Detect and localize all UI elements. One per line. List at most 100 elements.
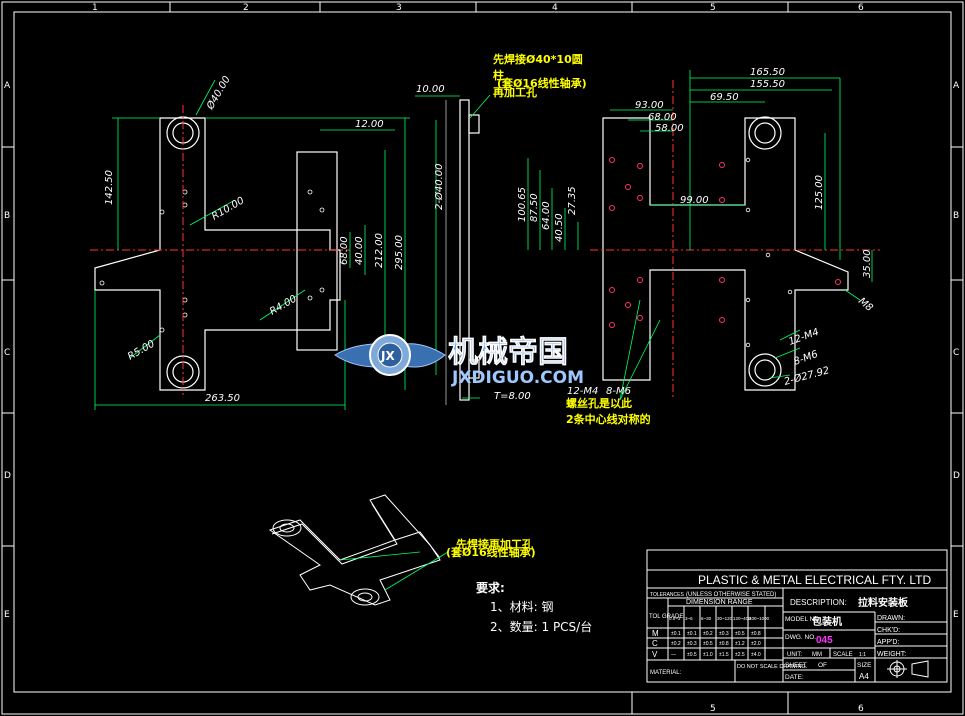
unless-label: (UNLESS OTHERWISE STATED): [686, 592, 776, 598]
col-label-1: 1: [92, 3, 98, 13]
scale-value: 1:1: [859, 652, 866, 658]
size-label: SIZE: [857, 662, 872, 669]
watermark-en: JXDIGUO.COM: [451, 368, 584, 388]
requirements-item-1: 1、材料: 钢: [490, 600, 554, 614]
right-view-dim-labels: 165.50 155.50 69.50 93.00 68.00 58.00 99…: [517, 67, 875, 397]
dim-142: 142.50: [104, 170, 115, 205]
row-label-e: E: [4, 610, 10, 620]
thread-note-line-2: 2条中心线对称的: [566, 412, 651, 426]
dim-35: 35.00: [862, 249, 873, 278]
front-view-centerlines: [90, 105, 350, 395]
dim-212: 212.00: [374, 233, 385, 268]
watermark-cn: 机械帝国: [448, 335, 568, 370]
description-value: 拉料安装板: [858, 596, 909, 609]
iso-leader: [339, 551, 449, 591]
date-label: DATE:: [785, 674, 804, 681]
do-not-scale: DO NOT SCALE DRAWING.: [737, 664, 808, 670]
side-view: [445, 99, 480, 405]
model-label: MODEL NO.: [785, 616, 821, 623]
range-5: 120~400: [733, 616, 751, 621]
dim-68b: 68.00: [648, 112, 677, 123]
drawn-label: DRAWN:: [877, 615, 905, 622]
thread-note: 螺丝孔是以此 2条中心线对称的: [566, 396, 651, 426]
row-label-a-right: A: [953, 81, 960, 91]
unit-value: MM: [812, 652, 822, 658]
dim-t8: T=8.00: [494, 391, 531, 402]
dim-10065: 100.65: [517, 187, 528, 222]
dim-93: 93.00: [635, 100, 664, 111]
right-view-centerlines: [590, 80, 880, 400]
scale-label: SCALE: [833, 652, 853, 658]
dimension-range-label: DIMENSION RANGE: [686, 599, 753, 606]
dim-58: 58.00: [655, 123, 684, 134]
tol-c-6: ±2.0: [751, 641, 761, 647]
chkd-label: CHK'D:: [877, 627, 900, 634]
tol-m-1: ±0.1: [671, 631, 681, 637]
tol-v-5: ±2.5: [735, 652, 745, 658]
dim-6400: 64.00: [541, 201, 552, 230]
tol-c-4: ±0.8: [719, 641, 729, 647]
weight-label: WEIGHT:: [877, 651, 906, 658]
range-6: 400~1000: [749, 616, 770, 621]
range-3: 6~30: [701, 616, 712, 621]
weld-note-line-4: 再加工孔: [493, 85, 537, 99]
grade-v: V: [652, 650, 658, 659]
sheet-label: SHEET: [785, 662, 807, 669]
right-view-holes: [609, 157, 841, 328]
grade-c: C: [652, 639, 658, 648]
dwg-value: 045: [816, 635, 833, 646]
dim-165: 165.50: [750, 67, 785, 78]
dim-125: 125.00: [814, 175, 825, 210]
requirements-item-2: 2、数量: 1 PCS/台: [490, 619, 592, 634]
requirements-title: 要求:: [476, 580, 505, 595]
row-label-d-right: D: [953, 471, 960, 481]
material-label: MATERIAL:: [650, 670, 682, 676]
right-view-plate: [602, 116, 849, 391]
tol-v-3: ±1.0: [703, 652, 713, 658]
tol-grade-label: TOL GRADE: [649, 614, 683, 620]
grade-m: M: [652, 629, 659, 638]
grade-v-values: — ±0.5 ±1.0 ±1.5 ±2.5 ±4.0: [671, 652, 761, 658]
dim-4050: 40.50: [554, 213, 565, 242]
size-value: A4: [859, 672, 869, 681]
of-label: OF: [818, 662, 827, 669]
tol-m-3: ±0.2: [703, 631, 713, 637]
col-label-5: 5: [710, 3, 716, 13]
dim-40: 40.00: [354, 236, 365, 265]
weld-note-top: 先焊接Ø40*10圆 柱 (套Ø16线性轴承) 再加工孔: [493, 52, 587, 99]
unit-label: UNIT:: [787, 652, 802, 658]
tol-m-4: ±0.3: [719, 631, 729, 637]
dim-m6-bottom: 8-M6: [606, 386, 631, 397]
tol-c-5: ±1.2: [735, 641, 745, 647]
iso-weld-note-line-1: 先焊接再加工孔: [456, 537, 533, 551]
col-label-6-bottom: 6: [858, 704, 864, 714]
range-4: 30~120: [717, 616, 733, 621]
projection-symbol-icon: [887, 660, 929, 678]
iso-weld-note-line-2: (套Ø16线性轴承): [446, 545, 536, 559]
col-label-4: 4: [552, 3, 558, 13]
frame-column-labels: 1 2 3 4 5 6 5 6: [92, 3, 864, 714]
dim-d2792: 2-Ø27.92: [783, 364, 831, 388]
appd-label: APP'D:: [877, 639, 899, 646]
title-block: [646, 549, 948, 683]
tol-m-6: ±0.8: [751, 631, 761, 637]
right-view-small-holes: [745, 157, 793, 348]
frame-row-labels: A B C D E A B C D E: [4, 81, 960, 620]
range-1: 0.5~3: [669, 616, 681, 621]
row-label-b: B: [4, 211, 10, 221]
tol-v-1: —: [671, 652, 676, 658]
requirements: 要求: 1、材料: 钢 2、数量: 1 PCS/台: [476, 580, 592, 634]
dim-69: 69.50: [710, 92, 739, 103]
grade-c-values: ±0.2 ±0.3 ±0.5 ±0.8 ±1.2 ±2.0: [671, 641, 761, 647]
thread-note-line-1: 螺丝孔是以此: [566, 396, 632, 410]
front-view-holes: [99, 189, 325, 333]
col-label-2: 2: [243, 3, 249, 13]
company-name: PLASTIC & METAL ELECTRICAL FTY. LTD: [698, 573, 932, 587]
logo-text: JX: [380, 349, 395, 363]
dim-99: 99.00: [680, 195, 709, 206]
dwg-label: DWG. NO.: [785, 634, 816, 641]
row-label-c-right: C: [953, 348, 959, 358]
tol-c-1: ±0.2: [671, 641, 681, 647]
